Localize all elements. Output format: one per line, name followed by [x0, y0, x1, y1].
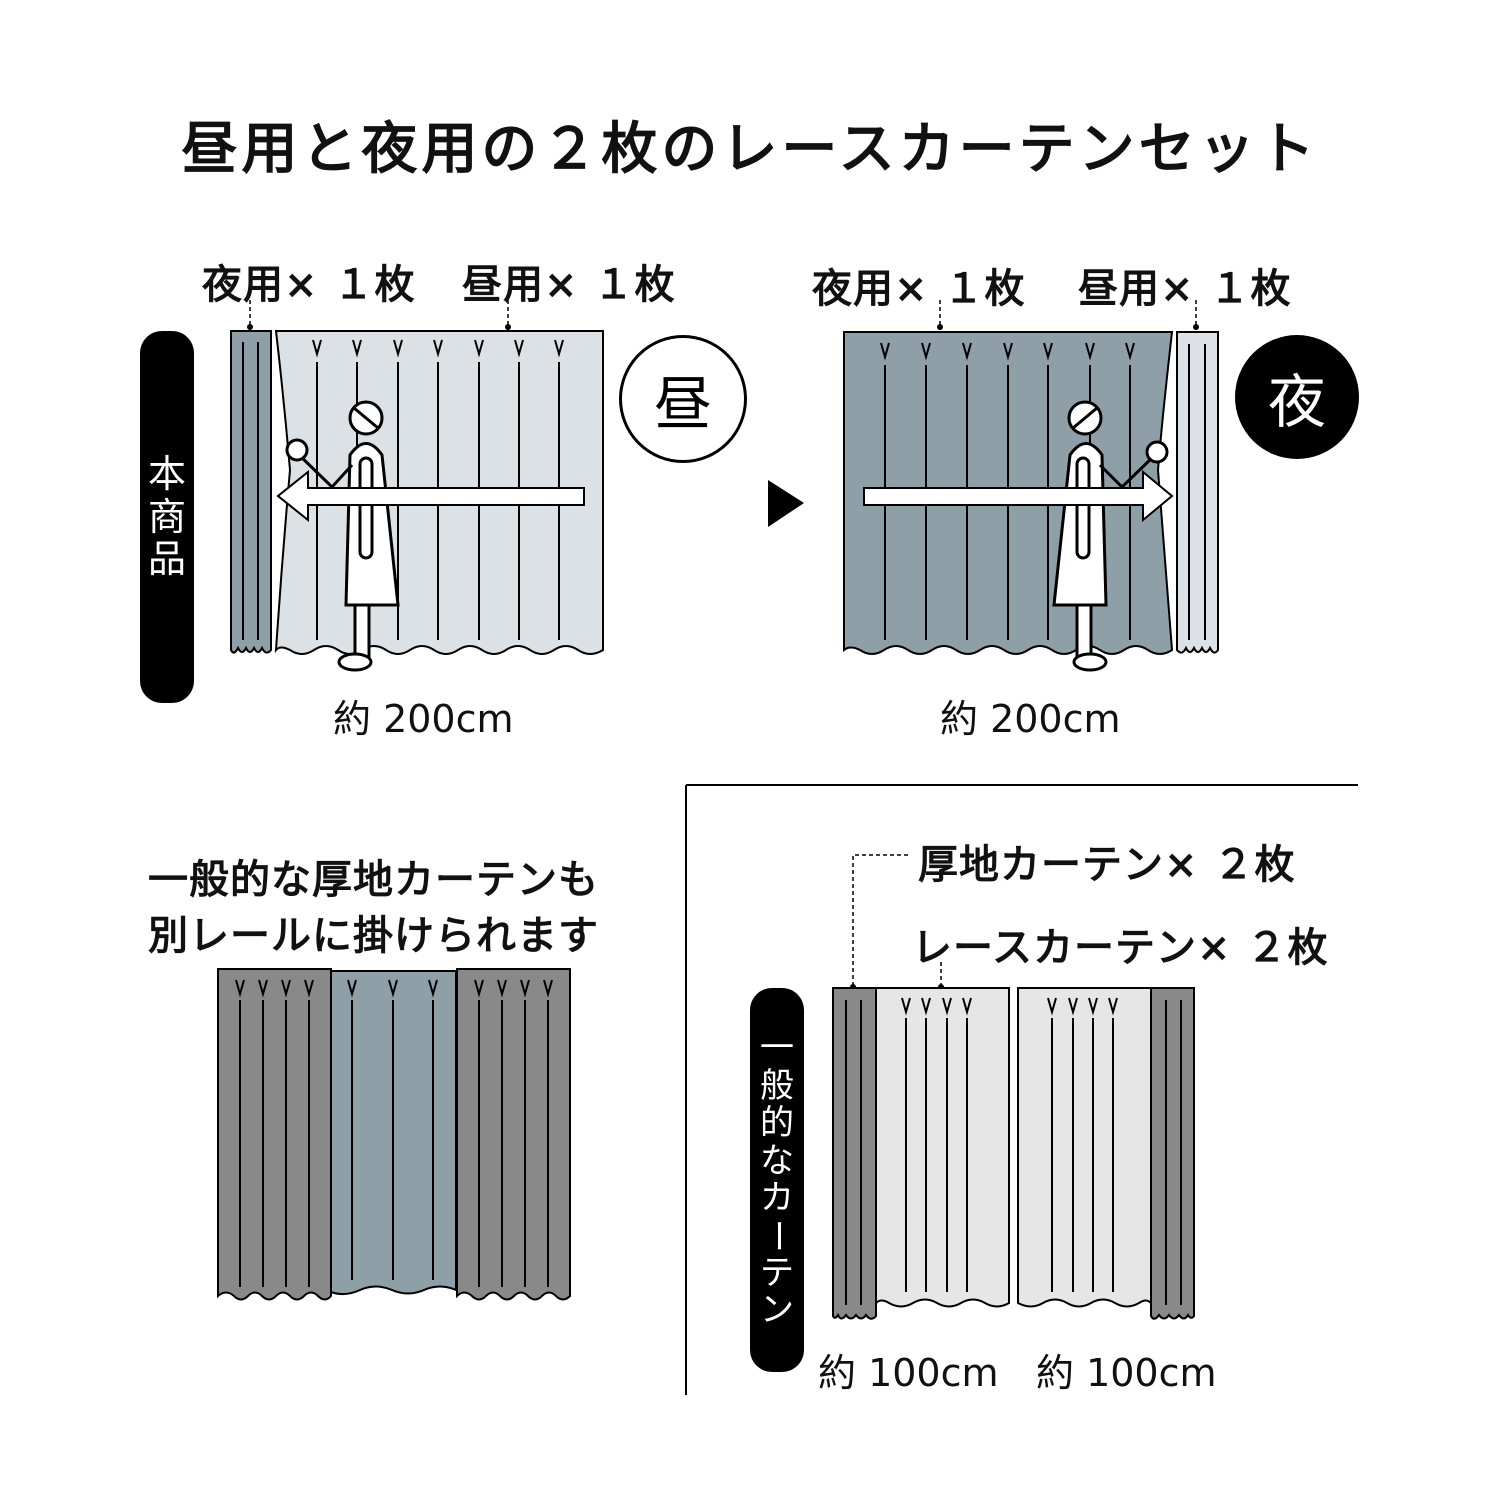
open-arrow-left	[276, 469, 585, 523]
side-label-char: ー	[757, 1219, 798, 1254]
general-width-right: 約 100cm	[1036, 1351, 1217, 1395]
side-label-char: テ	[760, 1252, 794, 1293]
lace-curtain-count: レースカーテン× ２枚	[912, 925, 1329, 971]
person-figure-right	[1052, 400, 1169, 672]
day-panel-night-count: 夜用× １枚	[202, 262, 416, 308]
close-arrow-right	[863, 469, 1174, 523]
separate-rail-message: 一般的な厚地カーテンも 別レールに掛けられます	[148, 852, 599, 964]
thick-curtain-count: 厚地カーテン× ２枚	[918, 842, 1296, 888]
side-label-char: 商	[147, 494, 186, 539]
side-label-char: カ	[760, 1178, 794, 1218]
night-badge: 夜	[1235, 335, 1359, 459]
side-label-char: ン	[760, 1290, 794, 1331]
day-curtain-gathered	[1176, 331, 1219, 654]
play-triangle-icon	[768, 480, 804, 527]
night-curtain-gathered	[230, 330, 272, 654]
night-panel-night-count: 夜用× １枚	[812, 266, 1026, 312]
general-width-left: 約 100cm	[818, 1351, 999, 1395]
product-side-label: 本 商 品	[140, 331, 194, 703]
side-label-char: 品	[147, 537, 186, 582]
day-badge: 昼	[619, 335, 747, 463]
night-mode-illustration	[843, 300, 1219, 672]
side-label-char: 的	[760, 1103, 794, 1144]
side-label-char: な	[760, 1140, 794, 1181]
message-line-2: 別レールに掛けられます	[148, 913, 599, 959]
general-curtain-illustration	[832, 854, 1195, 1320]
side-label-char: 本	[147, 452, 186, 497]
message-line-1: 一般的な厚地カーテンも	[148, 857, 599, 903]
day-panel-day-count: 昼用× １枚	[462, 262, 676, 308]
general-side-label: 一 般 的 な カ ー テ ン	[750, 988, 804, 1372]
side-label-char: 般	[760, 1065, 794, 1106]
side-label-char: 一	[760, 1028, 794, 1069]
day-panel-width: 約 200cm	[333, 697, 514, 741]
person-figure-left	[285, 400, 400, 672]
separate-rail-illustration	[217, 968, 571, 1301]
page-title: 昼用と夜用の２枚のレースカーテンセット	[181, 117, 1319, 182]
day-mode-illustration	[230, 300, 604, 672]
night-panel-width: 約 200cm	[940, 697, 1121, 741]
night-panel-day-count: 昼用× １枚	[1078, 266, 1292, 312]
